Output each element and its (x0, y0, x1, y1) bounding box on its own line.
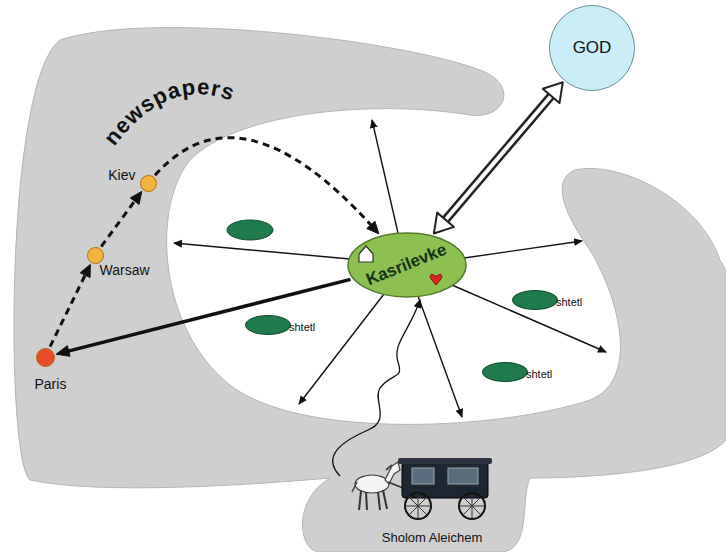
world-region (14, 28, 726, 552)
radial-arrows (174, 120, 606, 417)
spiritual-link (434, 82, 563, 233)
shtetl-oval: shtetl (245, 315, 291, 335)
city-dot: Paris (36, 348, 55, 367)
shtetl-label: shtetl (556, 296, 582, 308)
journey-squiggle (333, 300, 420, 476)
city-name: Warsaw (100, 262, 150, 278)
news-route (101, 191, 142, 246)
news-route (155, 138, 379, 234)
town-ellipse: Kasrilevke (347, 232, 467, 298)
node-label: GOD (573, 38, 612, 58)
author-label: Sholom Aleichem (382, 530, 482, 545)
house-icon (359, 246, 373, 262)
god-circle: GOD (549, 5, 635, 91)
heart-icon (430, 274, 442, 285)
travel-arrow (56, 279, 350, 356)
city-dot: Kiev (140, 175, 157, 192)
shtetl-label: shtetl (526, 368, 552, 380)
shtetl-oval: shtetl (512, 290, 558, 310)
news-route (50, 264, 90, 346)
city-dot: Warsaw (87, 247, 104, 264)
unlabeled-shtetl (227, 220, 273, 240)
shtetl-label: shtetl (289, 321, 315, 333)
shtetl-oval: shtetl (482, 362, 528, 382)
carriage-illustration (352, 458, 492, 519)
city-name: Kiev (108, 167, 135, 183)
city-name: Paris (35, 376, 67, 392)
